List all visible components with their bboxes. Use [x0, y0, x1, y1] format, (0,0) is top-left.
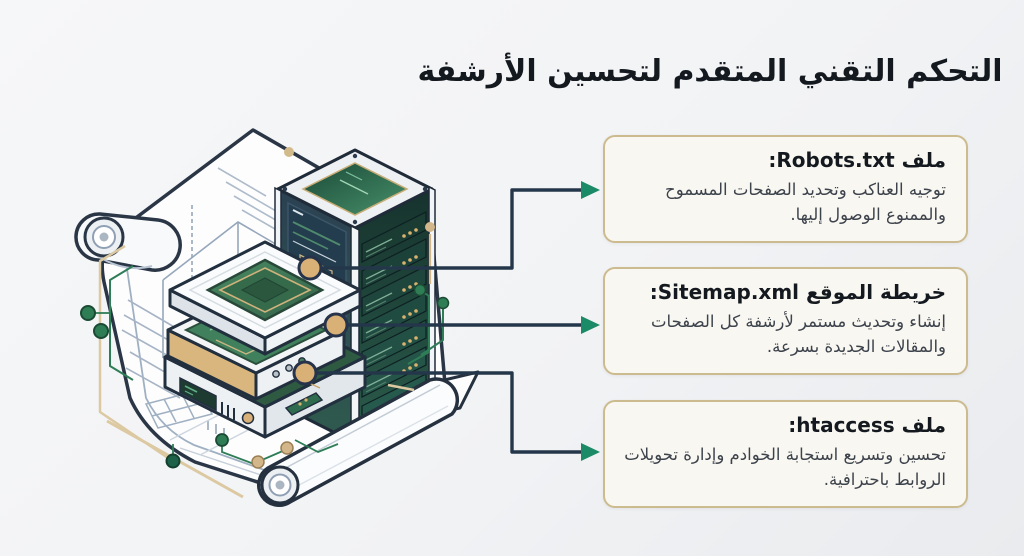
connector-dot-robots: [297, 255, 323, 281]
circuit-traces-right: [284, 147, 450, 365]
scroll-top-roll: [74, 212, 182, 272]
connector-line-robots: [310, 188, 582, 270]
info-card-robots: ملف Robots.txt: توجيه العناكب وتحديد الص…: [603, 135, 968, 243]
connector-line-htaccess: [305, 371, 582, 454]
connector-arrowheads: [581, 181, 600, 461]
arrowhead-htaccess: [581, 443, 600, 461]
card-heading-htaccess: ملف htaccess:: [788, 413, 946, 437]
connector-arrows: [305, 188, 582, 454]
card-body-sitemap: إنشاء وتحديث مستمر لأرشفة كل الصفحات وال…: [651, 312, 946, 356]
scroll-bottom-roll: [257, 370, 480, 507]
page-title: التحكم التقني المتقدم لتحسين الأرشفة: [417, 54, 1003, 90]
arrowhead-sitemap: [581, 316, 600, 334]
tower-screws: [282, 153, 428, 225]
card-heading-sitemap: خريطة الموقع Sitemap.xml:: [649, 280, 946, 304]
card-body-htaccess: تحسين وتسريع استجابة الخوادم وإدارة تحوي…: [624, 445, 946, 489]
connector-dots: [292, 255, 349, 386]
circuit-traces-bottom: [106, 383, 415, 499]
card-heading-robots: ملف Robots.txt:: [768, 148, 946, 172]
connector-dot-sitemap: [323, 312, 349, 338]
arrowhead-robots: [581, 181, 600, 199]
info-card-htaccess: ملف htaccess: تحسين وتسريع استجابة الخوا…: [603, 400, 968, 508]
tower-screen: [301, 162, 409, 216]
connector-dot-htaccess: [292, 360, 318, 386]
card-body-robots: توجيه العناكب وتحديد الصفحات المسموح وال…: [665, 180, 946, 224]
info-card-sitemap: خريطة الموقع Sitemap.xml: إنشاء وتحديث م…: [603, 267, 968, 375]
